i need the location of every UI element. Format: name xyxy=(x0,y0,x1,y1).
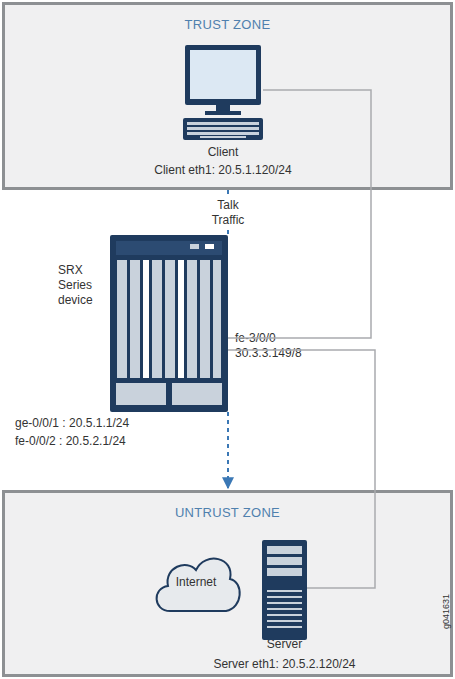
flow-label: Talk Traffic xyxy=(203,198,253,228)
cloud-node: Internet xyxy=(150,545,242,625)
figure-id: g041631 xyxy=(439,586,454,638)
chassis-icon xyxy=(110,235,228,412)
zone-title: TRUST ZONE xyxy=(5,17,450,32)
interface-label: ge-0/0/1 : 20.5.1.1/24 xyxy=(15,416,129,431)
zone-box: UNTRUST ZONEInternetServerServer eth1: 2… xyxy=(2,490,453,677)
device-name: Internet xyxy=(150,575,242,589)
interface-address: Server eth1: 20.5.2.120/24 xyxy=(213,657,355,671)
computer-icon xyxy=(183,45,263,140)
network-link xyxy=(228,350,375,588)
interface-address: Client eth1: 20.5.1.120/24 xyxy=(154,163,291,177)
network-link xyxy=(228,90,371,338)
zone-title: UNTRUST ZONE xyxy=(5,505,450,520)
server-icon xyxy=(262,540,307,640)
traffic-flow xyxy=(227,412,229,488)
interface-label: fe-0/0/2 : 20.5.2.1/24 xyxy=(15,434,126,449)
device-name: Client xyxy=(208,145,239,159)
traffic-flow xyxy=(227,190,229,235)
interface-label: fe-3/0/0 30.3.3.149/8 xyxy=(235,331,310,361)
